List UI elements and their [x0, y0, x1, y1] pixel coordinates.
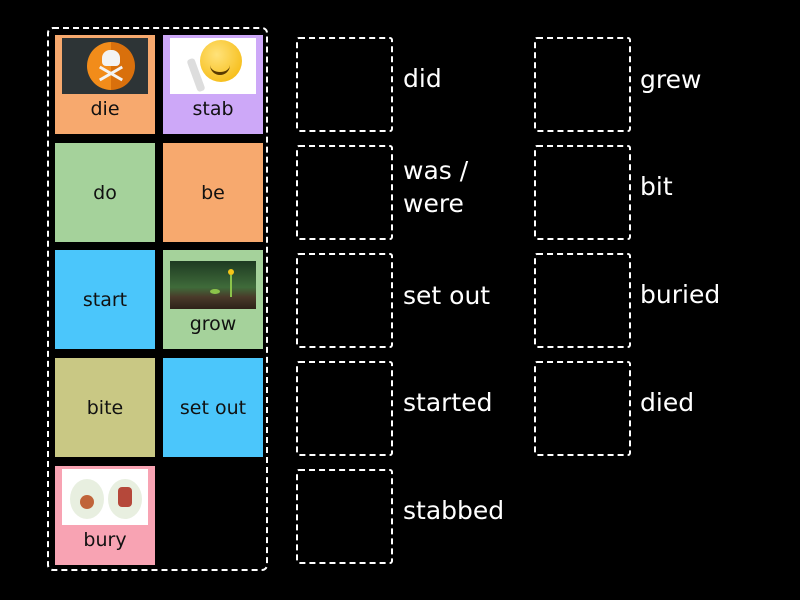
tile-set-out[interactable]: set out: [163, 358, 263, 457]
drop-slot[interactable]: [296, 469, 393, 564]
tile-label: be: [201, 181, 225, 204]
target-label: did: [403, 64, 442, 93]
tile-die[interactable]: die: [55, 35, 155, 134]
target-label: was / were: [403, 156, 469, 218]
drop-slot[interactable]: [534, 37, 631, 132]
target-label: started: [403, 388, 493, 417]
skull-icon: [62, 38, 148, 94]
tile-bury[interactable]: bury: [55, 466, 155, 565]
tile-be[interactable]: be: [163, 143, 263, 242]
plant-icon: [170, 261, 256, 309]
tile-label: set out: [179, 396, 247, 419]
target-label: bit: [640, 172, 673, 201]
tile-label: die: [90, 98, 120, 120]
tile-do[interactable]: do: [55, 143, 155, 242]
tile-label: start: [82, 288, 128, 311]
tile-bite[interactable]: bite: [55, 358, 155, 457]
tile-tray: [47, 27, 268, 571]
drop-slot[interactable]: [534, 145, 631, 240]
target-label: died: [640, 388, 695, 417]
tile-label: bite: [86, 396, 124, 419]
drop-slot[interactable]: [534, 361, 631, 456]
drop-slot[interactable]: [534, 253, 631, 348]
drop-slot[interactable]: [296, 37, 393, 132]
target-label: stabbed: [403, 496, 505, 525]
drop-slot[interactable]: [296, 145, 393, 240]
tile-stab[interactable]: stab: [163, 35, 263, 134]
tile-grow[interactable]: grow: [163, 250, 263, 349]
drop-slot[interactable]: [296, 253, 393, 348]
tile-label: do: [93, 181, 117, 204]
tile-start[interactable]: start: [55, 250, 155, 349]
tile-label: stab: [192, 98, 234, 120]
smiley-knife-icon: [170, 38, 256, 94]
target-label: grew: [640, 65, 702, 94]
burying-icon: [62, 469, 148, 525]
tile-label: bury: [83, 529, 127, 551]
target-label: buried: [640, 280, 721, 309]
drop-slot[interactable]: [296, 361, 393, 456]
target-label: set out: [403, 281, 491, 310]
tile-label: grow: [189, 313, 237, 335]
